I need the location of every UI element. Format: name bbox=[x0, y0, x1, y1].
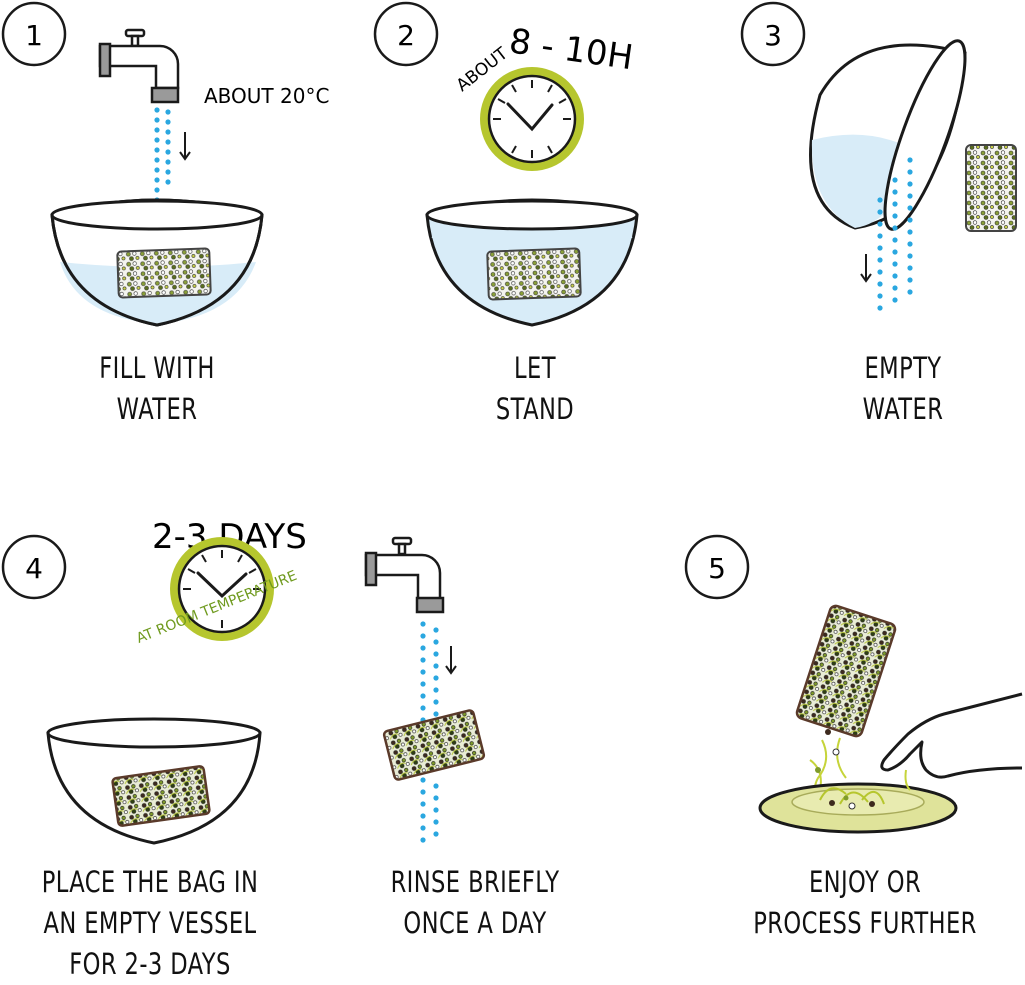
arrow-down-icon bbox=[445, 646, 457, 675]
caption-line: AN EMPTY VESSEL bbox=[43, 906, 257, 940]
tilted-bowl-icon bbox=[809, 39, 967, 231]
step-number-badge: 3 bbox=[740, 1, 806, 67]
step-4: 4 2-3 DAYS AT ROOM TEMPERATURE bbox=[1, 517, 307, 845]
step-2: 2 ABOUT 8 - 10H bbox=[373, 1, 639, 327]
water-stream bbox=[877, 157, 913, 311]
step-1: 1 ABOUT 20°C bbox=[1, 1, 329, 327]
seed-bag-icon bbox=[486, 247, 582, 301]
caption-line: EMPTY bbox=[864, 351, 942, 385]
seed-bag-icon bbox=[111, 765, 211, 827]
step-2-caption: LET STAND bbox=[453, 348, 617, 430]
bowl-icon bbox=[425, 198, 639, 327]
step-4-caption: PLACE THE BAG IN AN EMPTY VESSEL FOR 2-3… bbox=[33, 862, 267, 985]
caption-line: PLACE THE BAG IN bbox=[41, 865, 259, 899]
faucet-icon bbox=[98, 28, 180, 104]
step-number-badge: 1 bbox=[1, 1, 67, 67]
seed-bag-icon bbox=[795, 604, 897, 738]
water-stream bbox=[420, 621, 439, 843]
caption-line: WATER bbox=[116, 392, 198, 426]
step-5: 5 bbox=[684, 534, 1023, 834]
rinse-caption: RINSE BRIEFLY ONCE A DAY bbox=[370, 862, 581, 944]
plate-icon bbox=[758, 782, 958, 834]
caption-line: ENJOY OR bbox=[808, 865, 922, 899]
seed-bag-icon bbox=[382, 709, 486, 781]
caption-line: STAND bbox=[495, 392, 575, 426]
step-number: 5 bbox=[708, 552, 726, 585]
caption-line: WATER bbox=[862, 392, 944, 426]
bowl-icon bbox=[50, 198, 264, 327]
step-1-caption: FILL WITH WATER bbox=[75, 348, 239, 430]
step-number-badge: 2 bbox=[373, 1, 439, 67]
seed-bag-icon bbox=[965, 144, 1017, 232]
step-3-caption: EMPTY WATER bbox=[821, 348, 985, 430]
step-number-badge: 5 bbox=[684, 534, 750, 600]
seed-bag-icon bbox=[116, 247, 212, 299]
step-number: 1 bbox=[25, 19, 43, 52]
water-stream bbox=[154, 107, 171, 203]
bowl-icon bbox=[46, 717, 262, 845]
step-5-caption: ENJOY OR PROCESS FURTHER bbox=[752, 862, 978, 944]
temperature-note: ABOUT 20°C bbox=[204, 84, 329, 108]
step-number-badge: 4 bbox=[1, 534, 67, 600]
step-number: 2 bbox=[397, 19, 415, 52]
step-number: 3 bbox=[764, 19, 782, 52]
caption-line: LET bbox=[514, 351, 556, 385]
clock-icon bbox=[170, 537, 274, 641]
step-number: 4 bbox=[25, 552, 43, 585]
caption-line: FOR 2-3 DAYS bbox=[69, 947, 231, 981]
caption-line: RINSE BRIEFLY bbox=[390, 865, 560, 899]
hand-icon bbox=[880, 692, 1023, 791]
caption-line: PROCESS FURTHER bbox=[753, 906, 977, 940]
step-3: 3 bbox=[740, 1, 1017, 311]
arrow-down-icon bbox=[860, 254, 872, 283]
caption-line: ONCE A DAY bbox=[403, 906, 547, 940]
arrow-down-icon bbox=[179, 132, 191, 161]
step-rinse bbox=[364, 536, 486, 843]
caption-line: FILL WITH bbox=[99, 351, 215, 385]
faucet-icon bbox=[364, 536, 445, 614]
clock-icon bbox=[480, 67, 584, 171]
